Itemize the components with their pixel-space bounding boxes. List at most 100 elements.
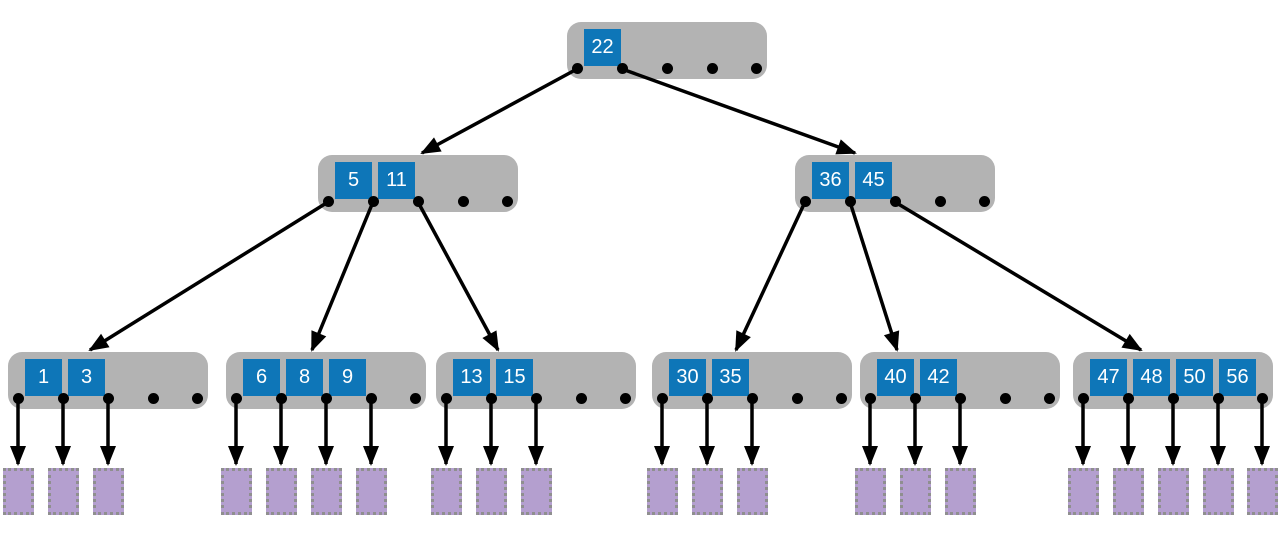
pointer-dot (934, 196, 946, 207)
pointer-dot (571, 63, 583, 74)
key-cell: 35 (712, 359, 749, 396)
pointer-dot (575, 393, 587, 404)
record-block (1067, 468, 1099, 515)
pointer-arrow (420, 67, 578, 155)
pointer-dot (501, 196, 513, 207)
record-block (355, 468, 387, 515)
key-cell: 50 (1176, 359, 1213, 396)
key-cell: 6 (243, 359, 280, 396)
record-block (47, 468, 79, 515)
record-block (2, 468, 34, 515)
key-cell: 13 (453, 359, 490, 396)
record-block (1157, 468, 1189, 515)
key-cell: 11 (378, 162, 415, 199)
record-block (475, 468, 507, 515)
record-block (944, 468, 976, 515)
key-cell: 3 (68, 359, 105, 396)
record-block (854, 468, 886, 515)
record-block (520, 468, 552, 515)
record-block (1112, 468, 1144, 515)
pointer-dot (909, 393, 921, 404)
key-cell: 8 (286, 359, 323, 396)
pointer-dot (619, 393, 631, 404)
key-cell: 5 (335, 162, 372, 199)
pointer-dot (835, 393, 847, 404)
pointer-arrow (416, 201, 500, 352)
record-block (691, 468, 723, 515)
key-cell: 15 (496, 359, 533, 396)
pointer-arrow (310, 201, 375, 352)
pointer-dot (191, 393, 203, 404)
pointer-arrow (894, 200, 1143, 352)
pointer-dot (999, 393, 1011, 404)
pointer-dot (365, 393, 377, 404)
pointer-dot (230, 393, 242, 404)
pointer-dot (409, 393, 421, 404)
pointer-dot (412, 196, 424, 207)
pointer-dot (440, 393, 452, 404)
pointer-dot (1077, 393, 1089, 404)
record-block (310, 468, 342, 515)
pointer-dot (864, 393, 876, 404)
pointer-dot (706, 63, 718, 74)
key-cell: 56 (1219, 359, 1256, 396)
pointer-dot (367, 196, 379, 207)
pointer-arrow (621, 67, 857, 155)
pointer-dot (791, 393, 803, 404)
pointer-dot (1122, 393, 1134, 404)
pointer-dot (320, 393, 332, 404)
pointer-dot (701, 393, 713, 404)
pointer-dot (530, 393, 542, 404)
pointer-dot (746, 393, 758, 404)
key-cell: 42 (920, 359, 957, 396)
key-cell: 1 (25, 359, 62, 396)
pointer-dot (799, 196, 811, 207)
record-block (1202, 468, 1234, 515)
record-block (736, 468, 768, 515)
pointer-arrow (734, 201, 807, 352)
record-block (899, 468, 931, 515)
pointer-dot (1043, 393, 1055, 404)
pointer-dot (656, 393, 668, 404)
record-block (220, 468, 252, 515)
pointer-arrow (88, 200, 329, 352)
record-block (265, 468, 297, 515)
pointer-dot (978, 196, 990, 207)
pointer-dot (844, 196, 856, 207)
pointer-dot (616, 63, 628, 74)
pointer-dot (275, 393, 287, 404)
key-cell: 36 (812, 162, 849, 199)
pointer-dot (12, 393, 24, 404)
record-block (1246, 468, 1278, 515)
pointer-dot (661, 63, 673, 74)
key-cell: 30 (669, 359, 706, 396)
pointer-dot (954, 393, 966, 404)
pointer-dot (102, 393, 114, 404)
pointer-dot (1212, 393, 1224, 404)
record-block (646, 468, 678, 515)
key-cell: 48 (1133, 359, 1170, 396)
key-cell: 22 (584, 29, 621, 66)
pointer-dot (750, 63, 762, 74)
key-cell: 47 (1090, 359, 1127, 396)
key-cell: 9 (329, 359, 366, 396)
pointer-dot (485, 393, 497, 404)
pointer-dot (57, 393, 69, 404)
pointer-dot (889, 196, 901, 207)
key-cell: 45 (855, 162, 892, 199)
pointer-dot (147, 393, 159, 404)
key-cell: 40 (877, 359, 914, 396)
pointer-arrow (848, 201, 900, 352)
record-block (430, 468, 462, 515)
btree-node-root: 22 (567, 22, 767, 79)
